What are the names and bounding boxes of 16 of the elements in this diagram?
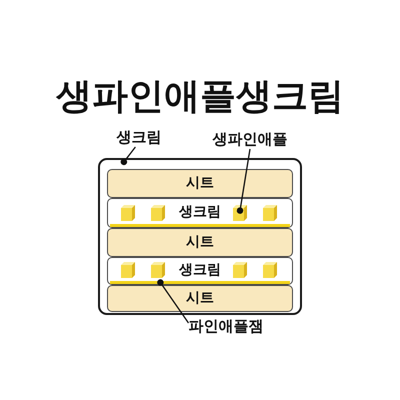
leader-line [120,146,136,166]
cream-layer [107,257,293,285]
callout-label: 생파인애플 [212,129,288,149]
sponge-layer: 시트 [107,285,293,312]
jam-line [110,281,290,284]
cube-icon [233,205,247,221]
sponge-layer: 시트 [107,169,293,198]
title: 생파인애플생크림 [56,75,344,119]
leader-line [236,148,251,214]
layer-label: 생크림 [179,261,221,280]
cream-layer [107,198,293,228]
layer-label: 생크림 [179,203,221,222]
callout-label: 생크림 [116,127,162,147]
cake-box [98,158,302,315]
callout-label: 파인애플잼 [188,316,264,336]
sponge-layer: 시트 [107,228,293,257]
